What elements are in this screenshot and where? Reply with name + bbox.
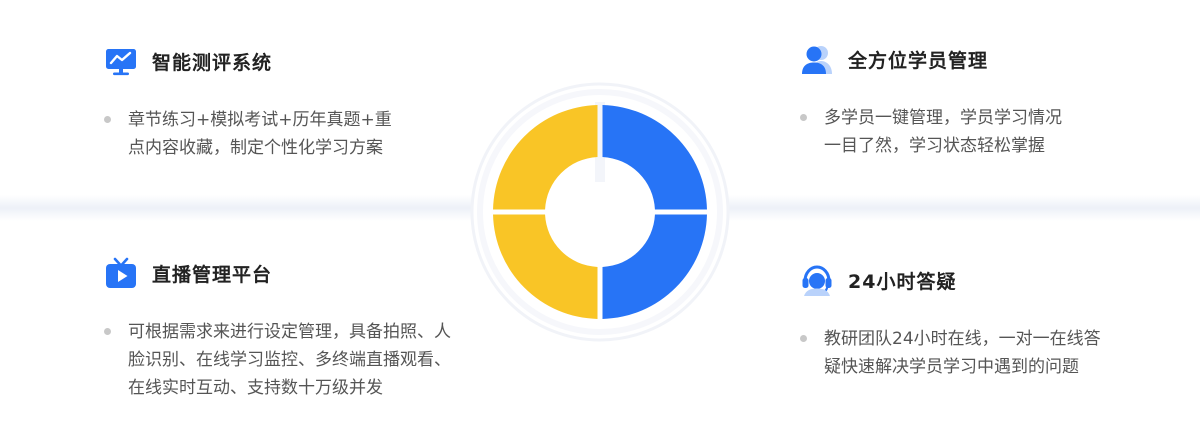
feature-description: 可根据需求来进行设定管理，具备拍照、人 脸识别、在线学习监控、多终端直播观看、 … — [104, 318, 451, 402]
donut-segment — [493, 214, 598, 319]
description-line: 教研团队24小时在线，一对一在线答 — [824, 329, 1101, 349]
feature-title: 全方位学员管理 — [848, 49, 989, 72]
feature-title: 智能测评系统 — [152, 51, 273, 74]
feature-live-platform: 直播管理平台 可根据需求来进行设定管理，具备拍照、人 脸识别、在线学习监控、多终… — [104, 256, 451, 402]
description-line: 在线实时互动、支持数十万级并发 — [128, 378, 383, 398]
donut-halo-inner — [477, 89, 723, 335]
bullet-dot — [104, 116, 111, 123]
description-line: 章节练习+模拟考试+历年真题+重 — [128, 110, 392, 130]
users-icon — [800, 42, 834, 76]
description-line: 疑快速解决学员学习中遇到的问题 — [824, 357, 1079, 377]
tv-play-icon — [104, 256, 138, 290]
headset-support-icon — [800, 263, 834, 297]
feature-smart-assessment: 智能测评系统 章节练习+模拟考试+历年真题+重 点内容收藏，制定个性化学习方案 — [104, 44, 392, 162]
bullet-dot — [800, 114, 807, 121]
monitor-chart-icon — [104, 44, 138, 78]
feature-description: 教研团队24小时在线，一对一在线答 疑快速解决学员学习中遇到的问题 — [800, 325, 1101, 381]
donut-gap-shadow — [595, 102, 605, 182]
donut-segment — [493, 105, 598, 210]
feature-header: 全方位学员管理 — [800, 42, 1062, 76]
bullet-dot — [104, 328, 111, 335]
donut-segment — [602, 105, 707, 210]
description-line: 一目了然，学习状态轻松掌握 — [824, 136, 1045, 156]
feature-title: 直播管理平台 — [152, 263, 273, 286]
feature-description: 多学员一键管理，学员学习情况 一目了然，学习状态轻松掌握 — [800, 104, 1062, 160]
donut-segment — [602, 214, 707, 319]
feature-header: 24小时答疑 — [800, 263, 1101, 297]
feature-24h-support: 24小时答疑 教研团队24小时在线，一对一在线答 疑快速解决学员学习中遇到的问题 — [800, 263, 1101, 381]
description-line: 脸识别、在线学习监控、多终端直播观看、 — [128, 350, 451, 370]
feature-header: 智能测评系统 — [104, 44, 392, 78]
feature-student-management: 全方位学员管理 多学员一键管理，学员学习情况 一目了然，学习状态轻松掌握 — [800, 42, 1062, 160]
bullet-dot — [800, 335, 807, 342]
description-line: 多学员一键管理，学员学习情况 — [824, 108, 1062, 128]
donut-graphic — [470, 82, 730, 342]
description-line: 点内容收藏，制定个性化学习方案 — [128, 138, 383, 158]
donut-svg — [470, 82, 730, 342]
feature-title: 24小时答疑 — [848, 270, 957, 293]
description-line: 可根据需求来进行设定管理，具备拍照、人 — [128, 322, 451, 342]
feature-description: 章节练习+模拟考试+历年真题+重 点内容收藏，制定个性化学习方案 — [104, 106, 392, 162]
feature-header: 直播管理平台 — [104, 256, 451, 290]
